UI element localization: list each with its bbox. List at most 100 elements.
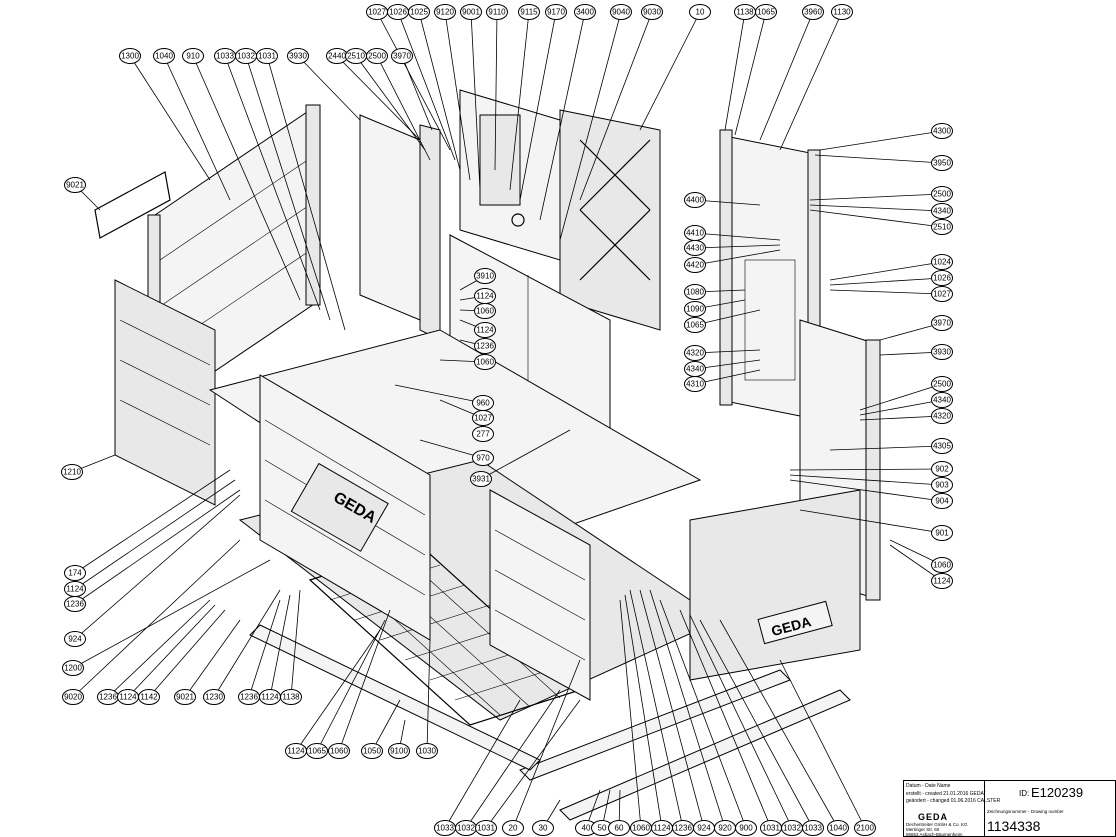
callout-label: 1032: [237, 52, 255, 61]
callout-3970: 3970: [931, 315, 953, 331]
leader-line: [694, 359, 761, 370]
callout-1026: 1026: [387, 4, 409, 20]
leader-line: [371, 699, 401, 752]
leader-line: [127, 604, 216, 698]
callout-1080: 1080: [684, 284, 706, 300]
title-block: Datum - Date Name erstellt - created 21.…: [903, 780, 1116, 837]
callout-label: 9021: [176, 693, 194, 702]
callout-label: 4310: [686, 380, 704, 389]
callout-3930: 3930: [287, 48, 309, 64]
callout-1033: 1033: [434, 820, 456, 836]
callout-label: 40: [582, 824, 591, 833]
leader-line: [829, 277, 943, 286]
callout-1138: 1138: [280, 689, 302, 705]
leader-line: [859, 399, 943, 416]
callout-label: 960: [476, 399, 490, 408]
callout-label: 1090: [686, 305, 704, 314]
callout-label: 4410: [686, 229, 704, 238]
callout-1124: 1124: [259, 689, 281, 705]
callout-4420: 4420: [684, 257, 706, 273]
callout-label: 9110: [488, 8, 506, 17]
callout-label: 1065: [757, 8, 775, 17]
callout-label: 1300: [121, 52, 139, 61]
leader-line: [355, 55, 426, 151]
leader-line: [879, 322, 943, 341]
leader-line: [619, 599, 642, 829]
callout-1142: 1142: [138, 689, 160, 705]
leader-line: [316, 619, 386, 752]
callout-label: 3960: [804, 8, 822, 17]
leader-line: [639, 11, 701, 131]
leader-line: [74, 469, 231, 574]
callout-label: 4340: [933, 207, 951, 216]
callout-1236: 1236: [474, 338, 496, 354]
callout-2440: 2440: [326, 48, 348, 64]
callout-1060: 1060: [474, 354, 496, 370]
leader-line: [809, 204, 943, 212]
right-platform-module: GEDA: [689, 489, 861, 681]
leader-line: [485, 699, 581, 829]
callout-label: 3970: [933, 319, 951, 328]
title-block-left: Datum - Date Name erstellt - created 21.…: [904, 781, 1000, 837]
callout-1032: 1032: [455, 820, 477, 836]
callout-label: 924: [68, 635, 82, 644]
callout-1124: 1124: [474, 288, 496, 304]
callout-1300: 1300: [119, 48, 141, 64]
callout-label: 9030: [643, 8, 661, 17]
callout-4340: 4340: [931, 392, 953, 408]
leader-line: [819, 130, 943, 151]
leader-line: [129, 55, 211, 181]
callout-2500: 2500: [366, 48, 388, 64]
callout-label: 3931: [472, 475, 490, 484]
leader-line: [266, 55, 346, 331]
callout-4320: 4320: [931, 408, 953, 424]
callout-1236: 1236: [672, 820, 694, 836]
callout-1130: 1130: [831, 4, 853, 20]
front-right-railing: [489, 489, 591, 701]
leader-line: [494, 11, 498, 171]
callout-label: 1032: [783, 824, 801, 833]
tb-drawing-number: 1134338: [987, 818, 1041, 834]
callout-1025: 1025: [408, 4, 430, 20]
leader-line: [539, 11, 586, 221]
callout-3930: 3930: [931, 344, 953, 360]
callout-label: 4300: [933, 127, 951, 136]
callout-label: 1040: [155, 52, 173, 61]
callout-label: 2510: [933, 223, 951, 232]
leader-line: [789, 479, 943, 502]
callout-label: 1065: [308, 747, 326, 756]
callout-1060: 1060: [328, 743, 350, 759]
callout-3960: 3960: [802, 4, 824, 20]
callout-1210: 1210: [61, 464, 83, 480]
leader-line: [74, 479, 236, 590]
leader-line: [163, 55, 231, 201]
callout-1236: 1236: [238, 689, 260, 705]
leader-line: [789, 474, 943, 486]
leader-line: [74, 494, 241, 640]
callout-1124: 1124: [931, 573, 953, 589]
leader-line: [72, 539, 241, 698]
callout-label: 1236: [674, 824, 692, 833]
callout-3400: 3400: [574, 4, 596, 20]
callout-1138: 1138: [734, 4, 756, 20]
callout-1032: 1032: [781, 820, 803, 836]
callout-20: 20: [502, 820, 524, 836]
leader-line: [376, 55, 431, 161]
callout-label: 4305: [933, 442, 951, 451]
callout-label: 1024: [933, 258, 951, 267]
leader-line: [779, 11, 843, 151]
callout-9120: 9120: [434, 4, 456, 20]
callout-label: 1236: [99, 693, 117, 702]
callout-1060: 1060: [630, 820, 652, 836]
leader-line: [814, 154, 943, 164]
left-gate-panel: [114, 279, 216, 506]
callout-label: 2440: [328, 52, 346, 61]
callout-label: 1080: [686, 288, 704, 297]
callout-label: 9120: [436, 8, 454, 17]
leader-line: [649, 589, 726, 829]
callout-label: 1033: [804, 824, 822, 833]
leader-line: [480, 429, 571, 480]
callout-label: 3950: [933, 159, 951, 168]
callout-label: 30: [539, 824, 548, 833]
callout-902: 902: [931, 461, 953, 477]
